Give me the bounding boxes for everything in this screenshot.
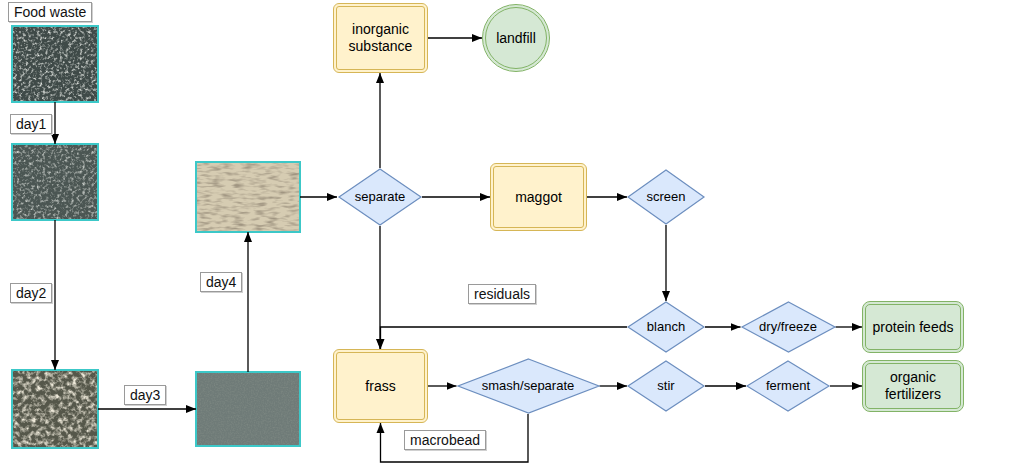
flow-arrow [600, 385, 628, 386]
photo-arrow [98, 408, 196, 409]
photo-arrow [54, 102, 55, 144]
flow-arrow [705, 326, 741, 327]
photo-ground [12, 370, 98, 448]
node-text: screen [646, 189, 685, 205]
photo-frame [12, 26, 98, 102]
photo-frame [12, 144, 98, 220]
flow-arrow [587, 196, 627, 197]
photo-texture [196, 372, 300, 446]
photo-texture [12, 26, 98, 102]
flow-arrow [836, 326, 863, 327]
node-text: stir [657, 378, 674, 394]
decision-diamond: ferment [746, 360, 830, 412]
node-text: protein feeds [873, 319, 954, 336]
node-text: ferment [766, 378, 810, 394]
process-box: inorganic substance [333, 3, 428, 73]
photo-texture [12, 370, 98, 448]
photo-arrow [247, 232, 248, 372]
photo-ground [196, 372, 300, 446]
flow-arrow [422, 196, 490, 197]
photo-texture [12, 144, 98, 220]
photo-arrow [54, 220, 55, 370]
diamond-shape [458, 359, 599, 413]
decision-diamond: smash/separate [457, 358, 600, 414]
node-text: inorganic substance [343, 21, 418, 55]
decision-diamond: blanch [627, 301, 705, 353]
photo-arrow [300, 196, 337, 197]
flow-arrow [665, 225, 666, 301]
step-label: day3 [124, 385, 166, 405]
node-text: blanch [647, 319, 685, 335]
node-text: frass [365, 378, 395, 395]
photo-day0 [12, 26, 98, 102]
flow-arrow [428, 385, 457, 386]
node-text: separate [355, 189, 406, 205]
flow-arrow [379, 73, 380, 168]
process-box: maggot [490, 163, 587, 231]
decision-diamond: stir [627, 360, 705, 412]
photo-ground [12, 144, 98, 220]
step-label: Food waste [8, 2, 92, 22]
diamond-shape [628, 361, 704, 411]
step-label: day2 [10, 283, 52, 303]
node-text: smash/separate [482, 378, 575, 394]
photo-ground [196, 162, 300, 232]
photo-texture [196, 162, 300, 232]
flow-arrow [428, 37, 482, 38]
flow-arrow [381, 327, 628, 349]
diamond-shape [742, 302, 835, 352]
step-label: day4 [200, 272, 242, 292]
diamond-shape [628, 170, 704, 224]
decision-diamond: screen [627, 169, 705, 225]
node-text: maggot [515, 189, 562, 206]
diamond-shape [339, 169, 421, 225]
output-box: protein feeds [862, 301, 964, 353]
photo-ground [12, 26, 98, 102]
photo-arrows [55, 102, 337, 409]
photo-frame [196, 162, 300, 232]
process-box: frass [333, 349, 428, 423]
node-text: landfill [496, 30, 536, 47]
output-box: organic fertilizers [862, 360, 964, 412]
diamond-shape [747, 361, 829, 411]
photo-day4 [196, 162, 300, 232]
photo-frame [12, 370, 98, 448]
output-circle: landfill [482, 4, 550, 72]
photo-day3 [196, 372, 300, 446]
step-label: day1 [10, 114, 52, 134]
node-text: organic fertilizers [872, 369, 954, 403]
diamond-shape [628, 302, 704, 352]
flow-arrow [705, 385, 746, 386]
decision-diamond: separate [338, 168, 422, 226]
edge-label: residuals [468, 284, 536, 304]
photo-day2 [12, 370, 98, 448]
photo-day1 [12, 144, 98, 220]
flow-arrow [830, 385, 862, 386]
photo-frame [196, 372, 300, 446]
flow-arrow [379, 226, 380, 349]
edge-label: macrobead [404, 430, 486, 450]
decision-diamond: dry/freeze [741, 301, 836, 353]
node-text: dry/freeze [759, 319, 817, 335]
